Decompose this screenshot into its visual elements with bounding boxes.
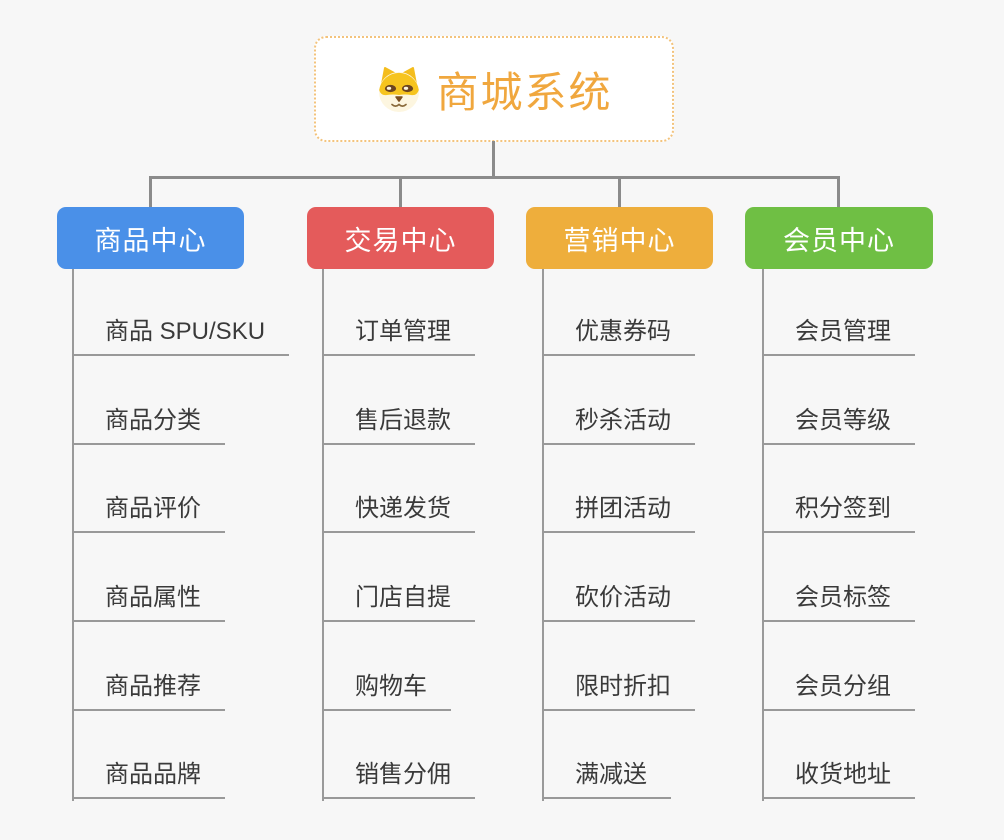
branch-label: 会员中心 xyxy=(783,225,895,256)
leaf-node[interactable]: 优惠券码 xyxy=(542,320,695,356)
leaf-node[interactable]: 商品评价 xyxy=(72,497,225,533)
connector-drop-members xyxy=(837,176,840,208)
leaf-node[interactable]: 砍价活动 xyxy=(542,586,695,622)
branch-label: 交易中心 xyxy=(344,225,457,256)
leaf-node[interactable]: 会员标签 xyxy=(762,586,915,622)
leaf-node[interactable]: 拼团活动 xyxy=(542,497,695,533)
branch-label: 营销中心 xyxy=(563,225,676,256)
leaf-node[interactable]: 购物车 xyxy=(322,675,451,711)
connector-horizontal-bus xyxy=(149,176,840,179)
leaf-node[interactable]: 限时折扣 xyxy=(542,675,695,711)
connector-drop-trade xyxy=(399,176,402,208)
root-node-mall-system[interactable]: 商城系统 xyxy=(314,36,674,142)
leaf-node[interactable]: 满减送 xyxy=(542,763,671,799)
shiba-dog-icon xyxy=(375,65,423,113)
column-member-center: 会员管理 会员等级 积分签到 会员标签 会员分组 收货地址 xyxy=(762,269,1004,801)
connector-root-vertical xyxy=(492,141,495,177)
leaf-node[interactable]: 快递发货 xyxy=(322,497,475,533)
leaf-node[interactable]: 商品分类 xyxy=(72,409,225,445)
leaf-node[interactable]: 门店自提 xyxy=(322,586,475,622)
leaf-node[interactable]: 商品推荐 xyxy=(72,675,225,711)
branch-node-trade-center[interactable]: 交易中心 xyxy=(307,207,494,269)
root-title: 商城系统 xyxy=(436,68,613,116)
leaf-node[interactable]: 会员等级 xyxy=(762,409,915,445)
leaf-node[interactable]: 商品属性 xyxy=(72,586,225,622)
leaf-node[interactable]: 积分签到 xyxy=(762,497,915,533)
leaf-node[interactable]: 秒杀活动 xyxy=(542,409,695,445)
leaf-node[interactable]: 订单管理 xyxy=(322,320,475,356)
leaf-node[interactable]: 商品品牌 xyxy=(72,763,225,799)
leaf-node[interactable]: 会员管理 xyxy=(762,320,915,356)
column-marketing-center: 优惠券码 秒杀活动 拼团活动 砍价活动 限时折扣 满减送 xyxy=(542,269,784,801)
connector-drop-marketing xyxy=(618,176,621,208)
leaf-node[interactable]: 商品 SPU/SKU xyxy=(72,320,290,356)
leaf-node[interactable]: 收货地址 xyxy=(762,763,915,799)
branch-node-member-center[interactable]: 会员中心 xyxy=(745,207,933,269)
leaf-node[interactable]: 销售分佣 xyxy=(322,763,475,799)
branch-label: 商品中心 xyxy=(94,225,207,256)
connector-drop-products xyxy=(149,176,152,208)
leaf-node[interactable]: 售后退款 xyxy=(322,409,475,445)
branch-node-marketing-center[interactable]: 营销中心 xyxy=(526,207,713,269)
column-product-center: 商品 SPU/SKU 商品分类 商品评价 商品属性 商品推荐 商品品牌 xyxy=(72,269,314,801)
leaf-node[interactable]: 会员分组 xyxy=(762,675,915,711)
column-trade-center: 订单管理 售后退款 快递发货 门店自提 购物车 销售分佣 xyxy=(322,269,564,801)
branch-node-product-center[interactable]: 商品中心 xyxy=(57,207,244,269)
